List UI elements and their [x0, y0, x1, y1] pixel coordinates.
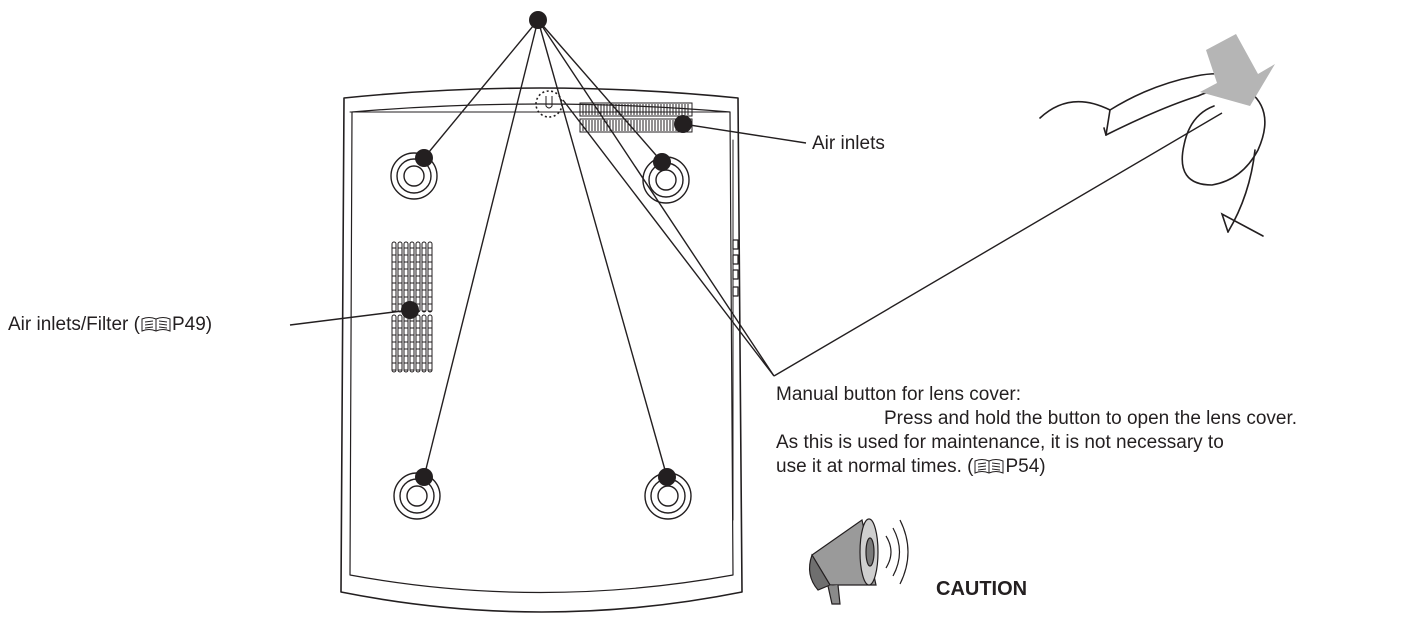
arrow-down-icon — [1200, 34, 1275, 106]
filter-slot — [421, 241, 427, 313]
megaphone-icon — [808, 518, 909, 605]
air-inlets-filter-text: Air inlets/Filter ( — [8, 314, 140, 335]
filter-slot — [397, 241, 403, 313]
book-icon — [974, 458, 1004, 482]
foot-top-left — [390, 152, 438, 200]
projector-body-outline — [340, 87, 743, 613]
filter-slot — [415, 241, 421, 313]
manual-button-label: Manual button for lens cover: Press and … — [776, 383, 1297, 482]
air-inlets-label: Air inlets — [812, 133, 885, 154]
manual-button-line-3-ref: P54) — [1005, 456, 1046, 477]
manual-button-line-2: As this is used for maintenance, it is n… — [776, 432, 1224, 453]
filter-slot — [427, 314, 433, 373]
manual-button-line-3: use it at normal times. ( P54) — [776, 455, 1297, 482]
filter-slot — [391, 241, 397, 313]
air-inlets-filter-label: Air inlets/Filter ( P49) — [8, 313, 212, 340]
manual-button-line-1: Press and hold the button to open the le… — [884, 408, 1298, 429]
manual-button-line-3-text: use it at normal times. ( — [776, 456, 974, 477]
leader-lines — [289, 19, 1223, 478]
filter-slot — [397, 314, 403, 373]
caution-heading: CAUTION — [936, 578, 1028, 600]
book-icon — [141, 316, 171, 340]
filter-slot — [421, 314, 427, 373]
air-inlets-filter-ref: P49) — [171, 314, 213, 335]
filter-slot — [391, 314, 397, 373]
leader-dots — [401, 11, 692, 486]
projector-body-inner — [349, 103, 734, 594]
filter-slot — [427, 241, 433, 313]
manual-button-title: Manual button for lens cover: — [776, 384, 1022, 405]
filter-slot — [415, 314, 421, 373]
